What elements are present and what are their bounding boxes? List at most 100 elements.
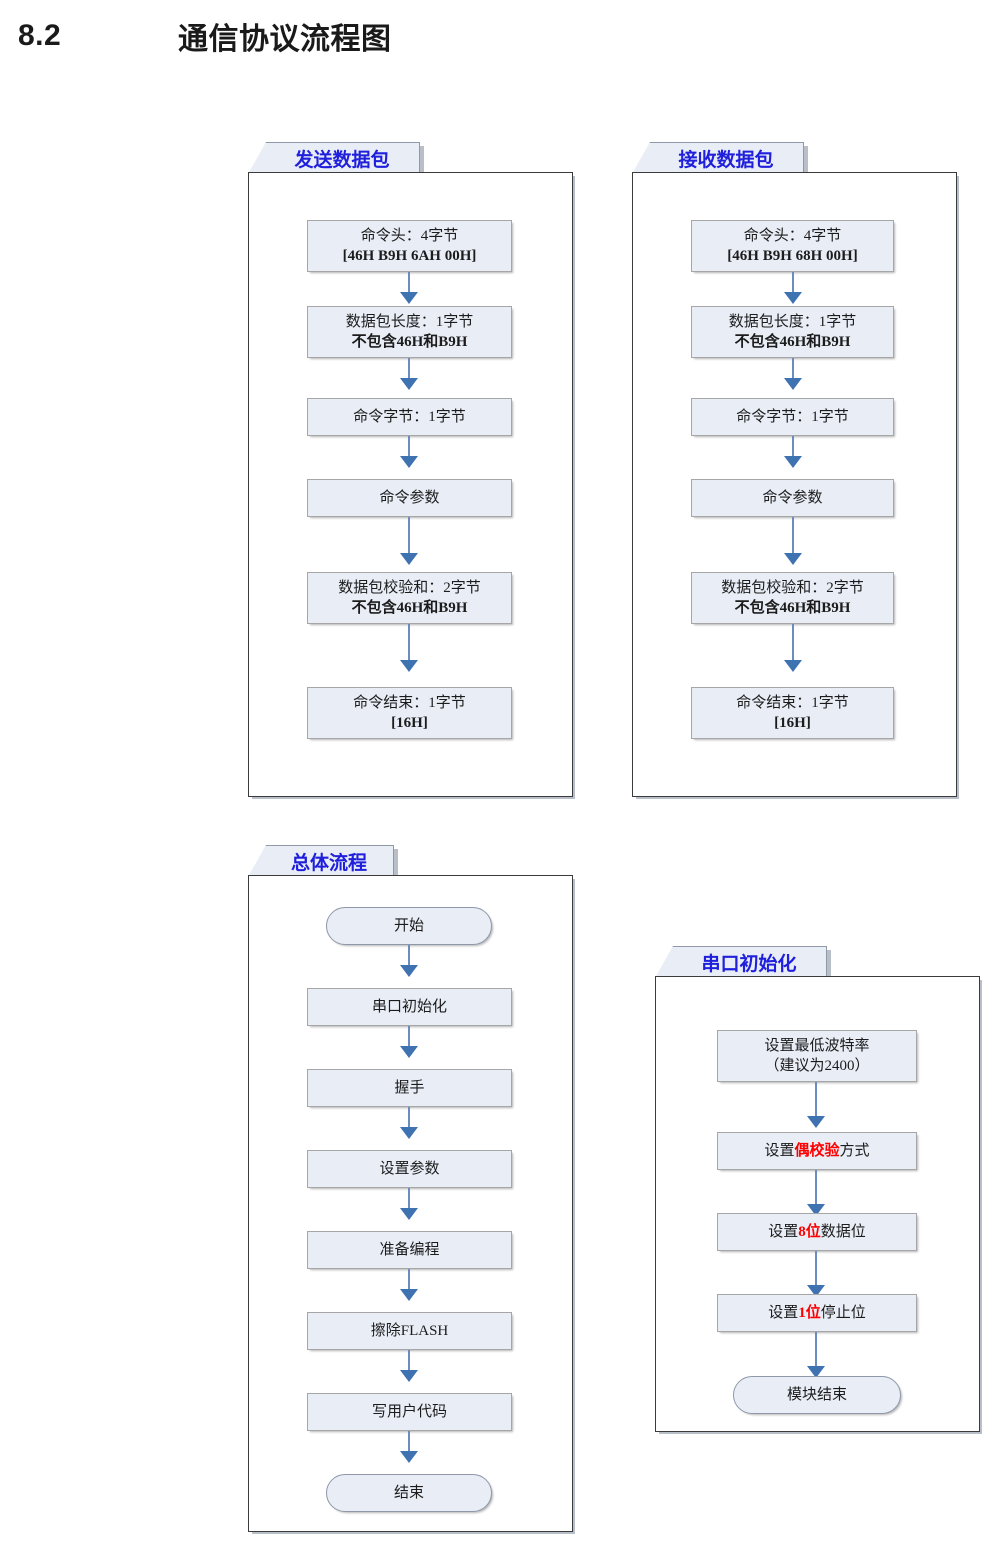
node-packet-checksum[interactable]: 数据包校验和：2字节 不包含46H和B9H bbox=[691, 572, 894, 624]
page-heading: 8.2 通信协议流程图 bbox=[18, 12, 718, 60]
arrow-head-icon bbox=[400, 553, 418, 565]
node-packet-length[interactable]: 数据包长度：1字节 不包含46H和B9H bbox=[307, 306, 512, 358]
node-set-even-parity[interactable]: 设置偶校验方式 bbox=[717, 1132, 917, 1170]
connector bbox=[408, 517, 410, 561]
node-line-1: 数据包长度：1字节 bbox=[345, 313, 474, 330]
node-line-2: [16H] bbox=[774, 715, 811, 731]
node-line-1: 模块结束 bbox=[786, 1386, 847, 1403]
node-line-1: 命令参数 bbox=[762, 489, 823, 506]
node-text-post: 停止位 bbox=[820, 1304, 866, 1321]
arrow-head-icon bbox=[400, 1370, 418, 1382]
node-erase-flash[interactable]: 擦除FLASH bbox=[307, 1312, 512, 1350]
node-line-1: 设置最低波特率 bbox=[764, 1037, 870, 1054]
node-set-lowest-baudrate[interactable]: 设置最低波特率 （建议为2400） bbox=[717, 1030, 917, 1082]
connector bbox=[408, 1107, 410, 1135]
arrow-head-icon bbox=[807, 1366, 825, 1378]
node-command-byte[interactable]: 命令字节：1字节 bbox=[691, 398, 894, 436]
node-command-header[interactable]: 命令头：4字节 [46H B9H 6AH 00H] bbox=[307, 220, 512, 272]
node-text-post: 方式 bbox=[839, 1142, 870, 1159]
connector bbox=[792, 436, 794, 464]
connector bbox=[408, 624, 410, 668]
node-line-1: 命令结束：1字节 bbox=[736, 694, 849, 711]
arrow-head-icon bbox=[784, 456, 802, 468]
connector bbox=[792, 517, 794, 561]
node-line-2: 不包含46H和B9H bbox=[351, 600, 468, 616]
panel-tab-shadow bbox=[827, 950, 831, 982]
node-packet-length[interactable]: 数据包长度：1字节 不包含46H和B9H bbox=[691, 306, 894, 358]
node-line-2: 不包含46H和B9H bbox=[734, 600, 851, 616]
panel-tab-send-packet[interactable]: 发送数据包 bbox=[248, 142, 420, 174]
arrow-head-icon bbox=[400, 1127, 418, 1139]
arrow-head-icon bbox=[400, 660, 418, 672]
panel-tab-label: 发送数据包 bbox=[294, 149, 390, 171]
node-command-end[interactable]: 命令结束：1字节 [16H] bbox=[307, 687, 512, 739]
node-line-1: 擦除FLASH bbox=[370, 1322, 449, 1339]
connector bbox=[408, 1188, 410, 1216]
arrow-head-icon bbox=[400, 292, 418, 304]
connector bbox=[408, 1350, 410, 1378]
node-prepare-programming[interactable]: 准备编程 bbox=[307, 1231, 512, 1269]
panel-uart-init: 串口初始化 设置最低波特率 （建议为2400） 设置偶校验方式 设置8位数据位 … bbox=[655, 946, 984, 1436]
node-command-end[interactable]: 命令结束：1字节 [16H] bbox=[691, 687, 894, 739]
arrow-head-icon bbox=[400, 1208, 418, 1220]
node-text-highlight: 偶校验 bbox=[794, 1142, 840, 1159]
panel-tab-overall-flow[interactable]: 总体流程 bbox=[248, 845, 394, 877]
node-line-1: 数据包校验和：2字节 bbox=[338, 579, 481, 596]
node-line-2: 不包含46H和B9H bbox=[351, 334, 468, 350]
panel-tab-shadow bbox=[394, 849, 398, 881]
node-line-1: 命令字节：1字节 bbox=[353, 408, 466, 425]
node-text-highlight: 8位 bbox=[798, 1223, 821, 1240]
node-line-1: 设置参数 bbox=[379, 1160, 440, 1177]
node-line-1: 数据包校验和：2字节 bbox=[721, 579, 864, 596]
node-end[interactable]: 结束 bbox=[326, 1474, 492, 1512]
panel-tab-receive-packet[interactable]: 接收数据包 bbox=[632, 142, 804, 174]
arrow-head-icon bbox=[784, 553, 802, 565]
connector bbox=[792, 624, 794, 668]
arrow-head-icon bbox=[400, 1046, 418, 1058]
node-line-1: 命令参数 bbox=[379, 489, 440, 506]
connector bbox=[792, 358, 794, 386]
node-command-byte[interactable]: 命令字节：1字节 bbox=[307, 398, 512, 436]
panel-tab-uart-init[interactable]: 串口初始化 bbox=[655, 946, 827, 978]
panel-tab-label: 串口初始化 bbox=[701, 953, 797, 975]
node-line-1: 命令结束：1字节 bbox=[353, 694, 466, 711]
connector bbox=[408, 436, 410, 464]
connector bbox=[408, 1431, 410, 1459]
node-start[interactable]: 开始 bbox=[326, 907, 492, 945]
node-set-data-bits[interactable]: 设置8位数据位 bbox=[717, 1213, 917, 1251]
node-set-stop-bits[interactable]: 设置1位停止位 bbox=[717, 1294, 917, 1332]
node-text: 设置1位停止位 bbox=[768, 1303, 866, 1323]
connector bbox=[792, 272, 794, 300]
node-command-parameter[interactable]: 命令参数 bbox=[691, 479, 894, 517]
node-line-2: （建议为2400） bbox=[764, 1058, 870, 1074]
node-command-header[interactable]: 命令头：4字节 [46H B9H 68H 00H] bbox=[691, 220, 894, 272]
node-command-parameter[interactable]: 命令参数 bbox=[307, 479, 512, 517]
node-line-1: 命令头：4字节 bbox=[360, 227, 459, 244]
heading-title: 通信协议流程图 bbox=[178, 23, 392, 56]
arrow-head-icon bbox=[400, 1289, 418, 1301]
node-line-1: 数据包长度：1字节 bbox=[728, 313, 857, 330]
node-write-user-code[interactable]: 写用户代码 bbox=[307, 1393, 512, 1431]
arrow-head-icon bbox=[400, 456, 418, 468]
connector bbox=[815, 1170, 817, 1212]
panel-tab-label: 总体流程 bbox=[290, 852, 367, 874]
arrow-head-icon bbox=[784, 378, 802, 390]
node-line-1: 握手 bbox=[394, 1079, 425, 1096]
node-packet-checksum[interactable]: 数据包校验和：2字节 不包含46H和B9H bbox=[307, 572, 512, 624]
node-set-parameter[interactable]: 设置参数 bbox=[307, 1150, 512, 1188]
panel-receive-packet: 接收数据包 命令头：4字节 [46H B9H 68H 00H] 数据包长度：1字… bbox=[632, 142, 961, 798]
node-handshake[interactable]: 握手 bbox=[307, 1069, 512, 1107]
node-module-end[interactable]: 模块结束 bbox=[733, 1376, 901, 1414]
connector bbox=[408, 1269, 410, 1297]
node-line-2: 不包含46H和B9H bbox=[734, 334, 851, 350]
arrow-head-icon bbox=[400, 965, 418, 977]
connector bbox=[815, 1251, 817, 1293]
panel-overall-flow: 总体流程 开始 串口初始化 握手 设置参数 准备编程 擦除FLASH 写用户代码… bbox=[248, 845, 577, 1535]
arrow-head-icon bbox=[400, 1451, 418, 1463]
node-line-2: [46H B9H 68H 00H] bbox=[727, 248, 858, 264]
node-uart-init[interactable]: 串口初始化 bbox=[307, 988, 512, 1026]
connector bbox=[408, 358, 410, 386]
node-line-1: 串口初始化 bbox=[371, 998, 447, 1015]
node-text: 设置8位数据位 bbox=[768, 1222, 866, 1242]
node-text-post: 数据位 bbox=[820, 1223, 866, 1240]
